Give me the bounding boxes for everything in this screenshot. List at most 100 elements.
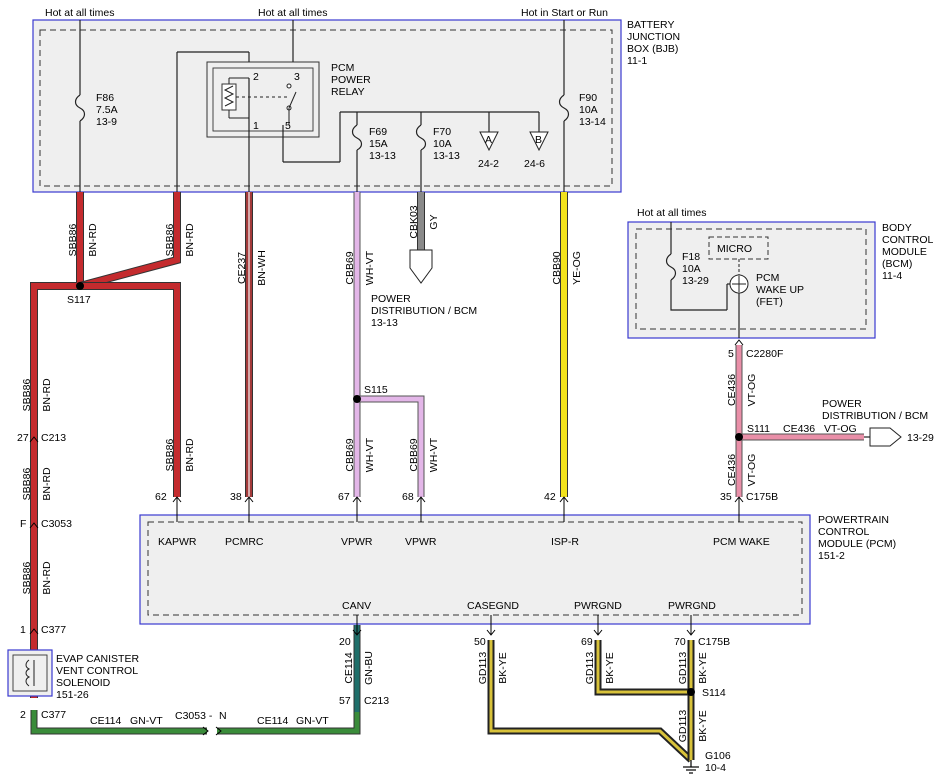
fuse-f70-icon: [415, 124, 427, 151]
splice-s114-dot: [687, 688, 695, 696]
wire-label-sbb86-1: SBB86: [67, 224, 79, 257]
pcm-pin-label-pcmrc: PCMRC: [225, 536, 264, 548]
wire-label-gd113-2: GD113: [584, 652, 596, 685]
power-dist-line2: DISTRIBUTION / BCM: [371, 305, 477, 317]
wire-sbb86-left: [30, 192, 84, 698]
c377-pin-2: 2: [20, 709, 26, 721]
c2280f-arrow: [734, 339, 744, 346]
solenoid-box: [7, 649, 53, 697]
fuse-f69-icon: [351, 124, 363, 151]
fet-line3: (FET): [756, 296, 783, 308]
wire-color-bn-rd-2: BN-RD: [184, 223, 196, 257]
solenoid-line1: EVAP CANISTER: [56, 653, 139, 665]
wire-label-gd113-4: GD113: [677, 710, 689, 743]
solenoid-coil-icon: [25, 659, 31, 687]
ground-g106-ref: 10-4: [705, 762, 726, 774]
fuse-f90-id: F90: [579, 92, 597, 104]
conn-a-ref: 24-2: [478, 158, 499, 170]
wire-label-ce237: CE237: [236, 252, 248, 284]
power-dist-line1: POWER: [371, 293, 411, 305]
canv-pin-20: 20: [339, 636, 351, 648]
pcm-pin-label-vpwr-1: VPWR: [341, 536, 373, 548]
pcm-pin-label-isp-r: ISP-R: [551, 536, 579, 548]
supply-label-hot-start-run: Hot in Start or Run: [521, 7, 608, 19]
relay-pin-1: 1: [253, 120, 259, 132]
c3053-inline-pin: N: [219, 710, 227, 722]
conn-b-letter: B: [535, 134, 542, 146]
wire-color-bn-rd-3: BN-RD: [41, 378, 53, 412]
splice-s111-label: S111: [747, 423, 770, 435]
bjb-name-line3: BOX (BJB): [627, 43, 678, 55]
splice-s114-label: S114: [702, 687, 726, 699]
bcm-inner-dashed-box: [635, 228, 867, 330]
wire-label-ce436-3: CE436: [726, 454, 738, 486]
pwrgnd-pin-70: 70: [674, 636, 686, 648]
c3053-inline-arrow-right: [215, 726, 222, 736]
casegnd-pin-50: 50: [474, 636, 486, 648]
pcm-pin-35: 35: [720, 491, 732, 503]
pcm-pin-label-kapwr: KAPWR: [158, 536, 197, 548]
micro-label: MICRO: [717, 243, 752, 255]
power-dist-right-ref: 13-29: [907, 432, 934, 444]
wire-color-bk-ye-2: BK-YE: [604, 652, 616, 684]
wire-label-ce436-2: CE436: [783, 423, 815, 435]
wire-color-bn-rd-6: BN-RD: [184, 438, 196, 472]
wire-color-bk-ye-1: BK-YE: [497, 652, 509, 684]
splice-s115-dot: [353, 395, 361, 403]
c3053-gap: [207, 726, 217, 736]
wire-color-gn-vt-1: GN-VT: [130, 715, 163, 727]
c213-label-bottom: C213: [364, 695, 389, 707]
bcm-name-line1: BODY: [882, 222, 912, 234]
bjb-inner-dashed-box: [39, 29, 613, 187]
c377-label-top: C377: [41, 624, 66, 636]
bcm-name-line3: MODULE: [882, 246, 927, 258]
wire-label-gd113-3: GD113: [677, 652, 689, 685]
bjb-name-line2: JUNCTION: [627, 31, 680, 43]
fuse-f69-rating: 15A: [369, 138, 388, 150]
fuse-f18-id: F18: [682, 251, 700, 263]
pcm-pin-label-canv: CANV: [342, 600, 371, 612]
wire-label-ce114-3: CE114: [343, 652, 355, 683]
wire-color-bn-wh: BN-WH: [256, 250, 268, 286]
wire-color-bk-ye-4: BK-YE: [697, 710, 709, 742]
wire-color-gy: GY: [428, 214, 440, 229]
pcm-relay-outer-box: [206, 61, 320, 138]
c175b-label-bottom: C175B: [698, 636, 730, 648]
solenoid-line3: SOLENOID: [56, 677, 111, 689]
wire-color-wh-vt-3: WH-VT: [428, 437, 440, 472]
pcm-pin-42: 42: [544, 491, 556, 503]
relay-name-line3: RELAY: [331, 86, 365, 98]
c377-label-bottom: C377: [41, 709, 66, 721]
c2280f-label: C2280F: [746, 348, 783, 360]
c213-pin-27: 27: [17, 432, 29, 444]
c3053-arrow: [29, 522, 39, 529]
ground-g106-label: G106: [705, 750, 731, 762]
relay-name-line1: PCM: [331, 62, 354, 74]
wire-color-gn-vt-2: GN-VT: [296, 715, 329, 727]
wire-color-bn-rd-4: BN-RD: [41, 467, 53, 501]
pcm-pin-label-vpwr-2: VPWR: [405, 536, 437, 548]
wire-color-wh-vt-1: WH-VT: [364, 250, 376, 285]
supply-label-hot-always: Hot at all times: [45, 7, 114, 19]
bcm-ref: 11-4: [882, 270, 902, 282]
pcm-top-pin-arrows: [172, 496, 744, 522]
supply-label-hot-always-relay: Hot at all times: [258, 7, 327, 19]
splice-s115-label: S115: [364, 384, 388, 396]
wire-gd113: [487, 640, 695, 763]
wire-label-cbb69-1: CBB69: [344, 251, 356, 284]
wire-ce114-gn-vt: [30, 710, 361, 735]
fuse-f86-id: F86: [96, 92, 114, 104]
splice-s117-dot: [76, 282, 84, 290]
bcm-name-line2: CONTROL: [882, 234, 933, 246]
wire-label-sbb86-5: SBB86: [21, 562, 33, 595]
fuse-f18-rating: 10A: [682, 263, 701, 275]
relay-switch-arm: [288, 91, 297, 109]
c213-pin-57: 57: [339, 695, 351, 707]
wire-label-cbb69-3: CBB69: [408, 438, 420, 471]
relay-name-line2: POWER: [331, 74, 371, 86]
c377-pin-1: 1: [20, 624, 26, 636]
c3053-label: C3053: [41, 518, 72, 530]
pcm-pin-label-pcm-wake: PCM WAKE: [713, 536, 770, 548]
pwrgnd-pin-69: 69: [581, 636, 593, 648]
